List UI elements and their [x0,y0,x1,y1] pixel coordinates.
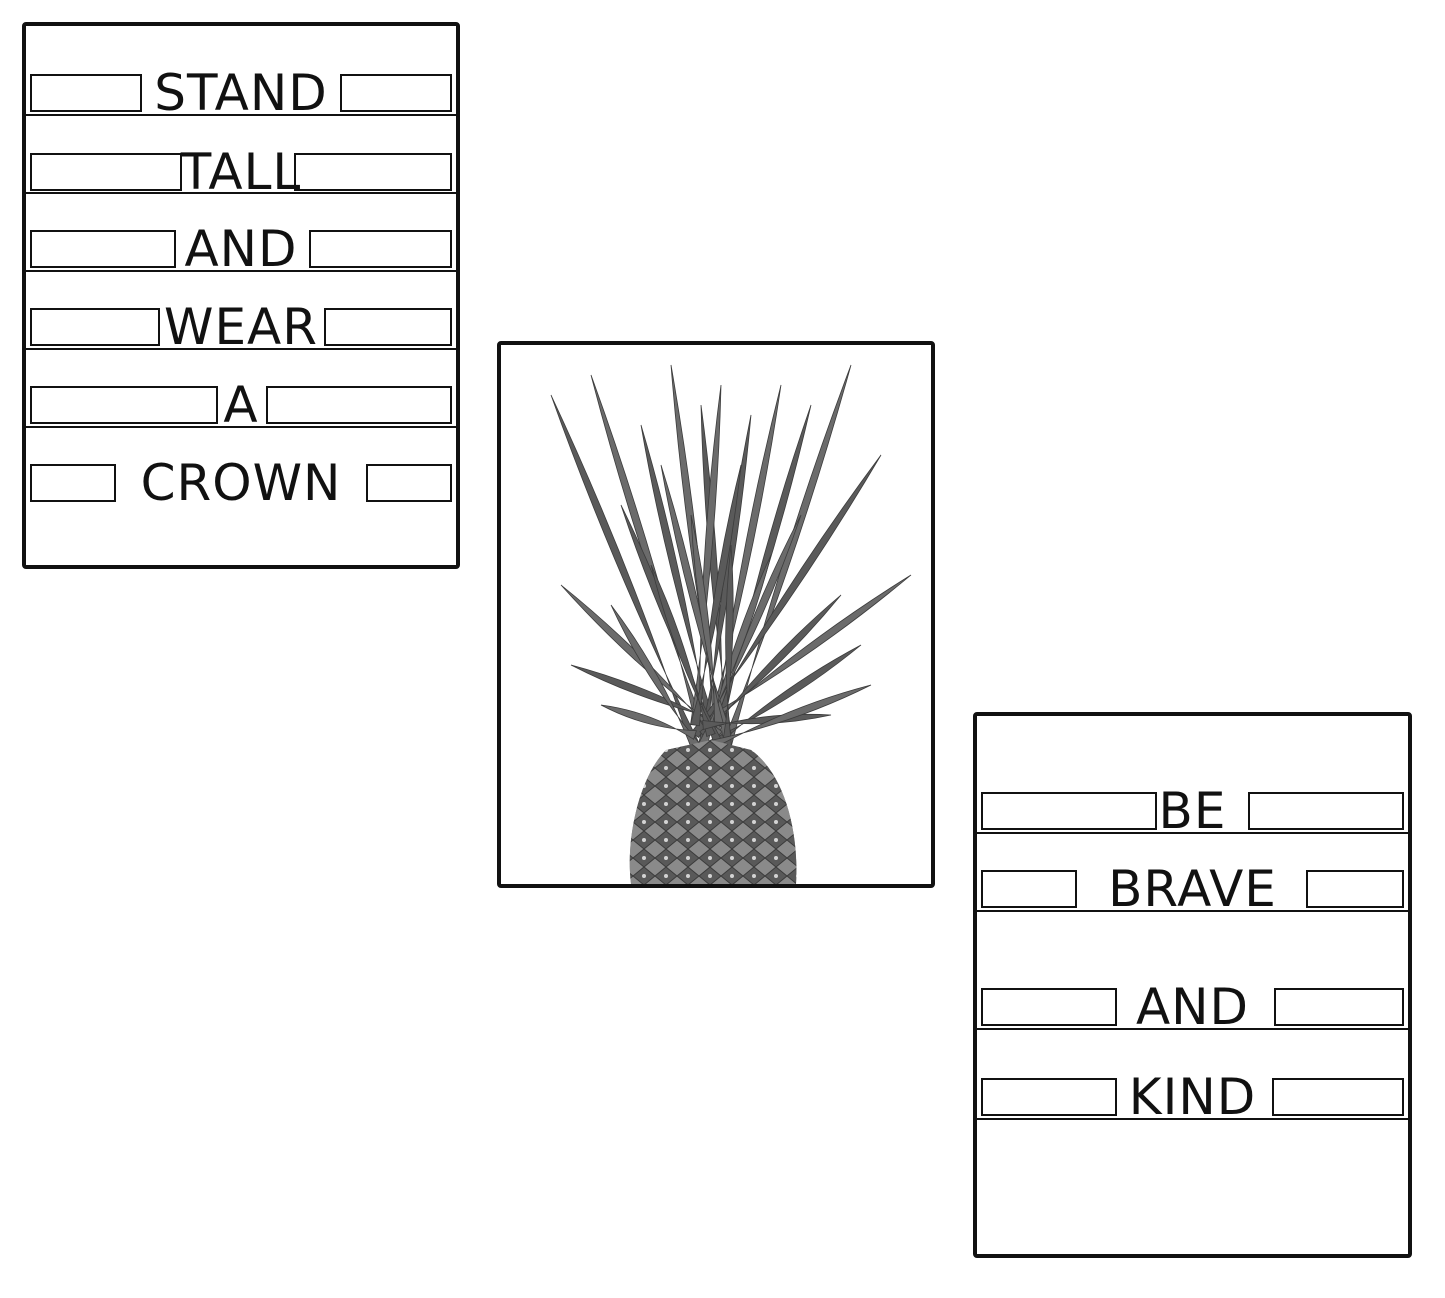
stripe [366,464,452,502]
rule-line [977,1028,1408,1030]
pineapple-leaf [708,684,872,750]
poster-be-brave: BE BRAVE AND KIND [973,712,1412,1258]
stripe [1306,870,1404,908]
stripe [309,230,452,268]
pineapple-leaf [690,454,882,739]
word-row: CROWN [30,458,452,508]
pineapple-leaf [570,664,730,730]
pineapple-leaf [722,544,734,746]
pineapple-leaf [700,404,732,736]
rule-line [26,270,456,272]
stripe [1272,1078,1404,1116]
word-row: STAND [30,68,452,118]
pineapple-leaf [640,424,716,727]
stripe [1248,792,1404,830]
pineapple-leaves [550,364,912,750]
word-row: TALL [30,147,452,197]
rule-line [26,348,456,350]
pineapple-image [550,364,912,884]
stripe [30,230,176,268]
word-row: AND [30,224,452,274]
word-row: KIND [981,1072,1404,1122]
quote-word: KIND [1128,1068,1257,1126]
pineapple-leaf [698,554,772,748]
stripe [981,988,1117,1026]
pineapple-leaf [690,514,724,727]
word-row: BE [981,786,1404,836]
rule-line [977,832,1408,834]
stripe [324,308,452,346]
quote-word: TALL [180,143,302,201]
quote-word: BRAVE [1108,860,1277,918]
pineapple-leaf [610,604,700,748]
quote-word: AND [1135,978,1250,1036]
stripe [30,308,160,346]
pineapple-leaf [698,414,752,747]
word-row: BRAVE [981,864,1404,914]
word-row: A [30,380,452,430]
pineapple-leaf [699,594,842,739]
stripe [266,386,452,424]
stripe [294,153,452,191]
rule-line [977,1118,1408,1120]
stripe [340,74,452,112]
stripe [30,386,218,424]
stripe [30,74,142,112]
stripe [981,792,1157,830]
poster-stand-tall: STAND TALL AND WEAR A CROWN [22,22,460,569]
rule-line [977,910,1408,912]
stripe [981,1078,1117,1116]
stripe [30,464,116,502]
quote-word: CROWN [140,454,342,512]
stripe [981,870,1077,908]
quote-word: A [223,376,259,434]
quote-word: AND [184,220,298,278]
poster-pineapple [497,341,935,888]
pineapple-leaf [600,704,697,740]
pineapple-fruit [629,740,797,884]
pineapple-leaf [699,574,912,730]
stripe [1274,988,1404,1026]
rule-line [26,192,456,194]
word-row: WEAR [30,302,452,352]
pineapple-leaf [550,394,700,748]
rule-line [26,114,456,116]
quote-word: BE [1158,782,1227,840]
quote-word: WEAR [164,298,318,356]
pineapple-leaf [650,564,716,738]
quote-word: STAND [154,64,328,122]
stripe [30,153,182,191]
pineapple-leaf [722,364,852,747]
word-row: AND [981,982,1404,1032]
rule-line [26,426,456,428]
